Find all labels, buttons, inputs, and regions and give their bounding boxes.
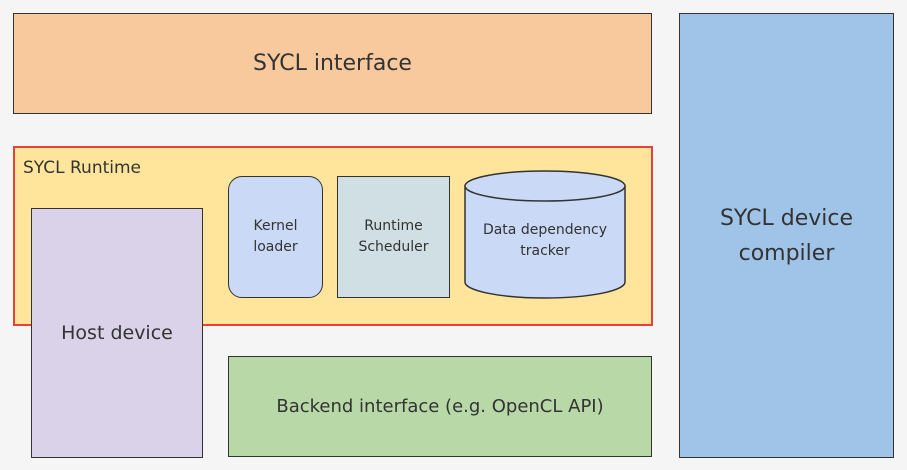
data-dependency-tracker-label: Data dependency tracker xyxy=(482,222,608,259)
runtime-scheduler-box: Runtime Scheduler xyxy=(337,176,450,298)
backend-interface-box: Backend interface (e.g. OpenCL API) xyxy=(228,356,652,457)
data-dependency-tracker-cylinder: Data dependency tracker xyxy=(464,170,626,300)
kernel-loader-box: Kernel loader xyxy=(228,176,323,298)
sycl-interface-box: SYCL interface xyxy=(13,13,652,114)
cylinder-shape xyxy=(464,170,626,299)
backend-interface-label: Backend interface (e.g. OpenCL API) xyxy=(276,396,604,417)
sycl-interface-label: SYCL interface xyxy=(253,51,412,76)
host-device-box: Host device xyxy=(31,208,203,458)
kernel-loader-label: Kernel loader xyxy=(253,218,298,255)
sycl-runtime-label: SYCL Runtime xyxy=(23,158,141,178)
sycl-device-compiler-box: SYCL device compiler xyxy=(679,13,894,458)
host-device-label: Host device xyxy=(61,322,173,344)
runtime-scheduler-label: Runtime Scheduler xyxy=(358,218,429,255)
sycl-device-compiler-label: SYCL device compiler xyxy=(719,205,854,266)
